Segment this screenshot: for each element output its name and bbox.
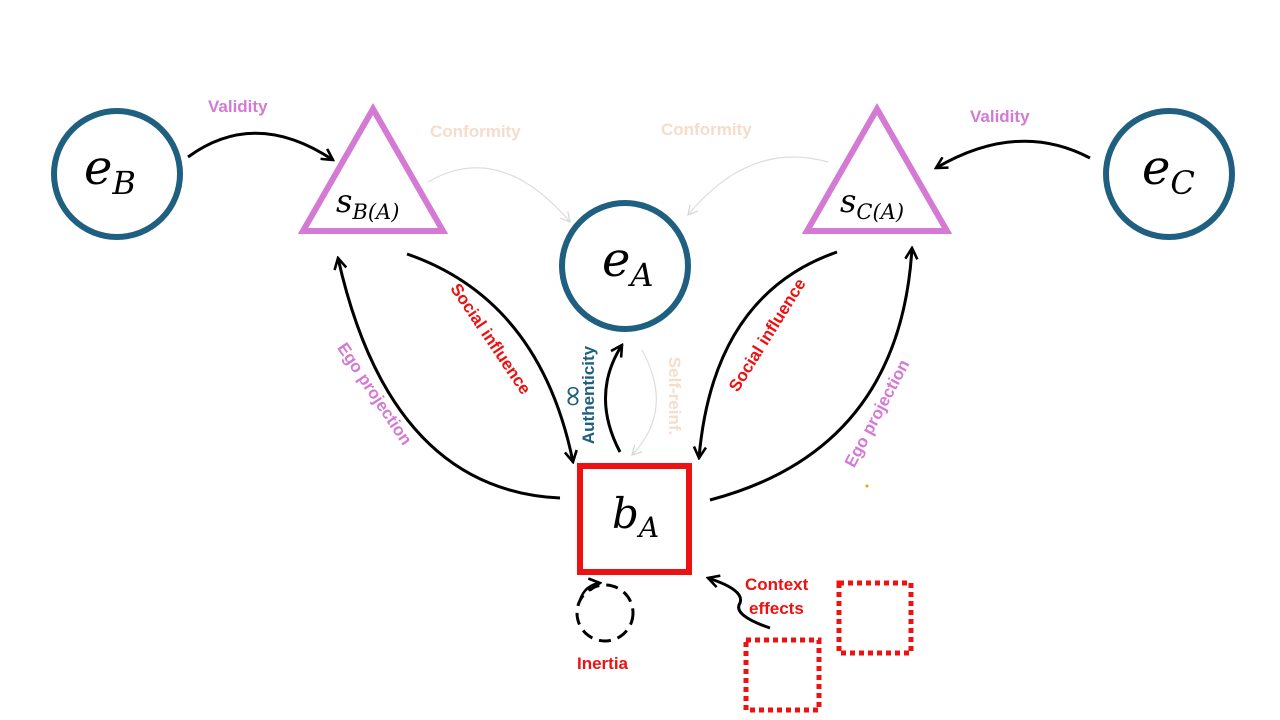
context-effects-label-line2: effects bbox=[749, 599, 804, 618]
infinity-symbol: ∞ bbox=[555, 384, 590, 409]
context-square-lower bbox=[743, 637, 822, 713]
entity-a-symbol: e bbox=[602, 232, 630, 288]
svg-text:bA: bA bbox=[612, 489, 659, 544]
perception-b-of-a-symbol: s bbox=[336, 182, 352, 220]
behavior-a-node: bA bbox=[577, 463, 692, 575]
context-effects-arrow bbox=[708, 578, 771, 630]
ego-projection-left-label: Ego projection bbox=[333, 339, 415, 448]
self-reinf-arrow bbox=[631, 349, 657, 456]
entity-c-node: eC bbox=[1103, 108, 1235, 240]
svg-text:sB(A): sB(A) bbox=[336, 182, 399, 224]
perception-c-of-a-subscript: C(A) bbox=[856, 200, 904, 224]
social-influence-right-arrow bbox=[699, 250, 838, 458]
validity-left-arrow bbox=[187, 131, 333, 160]
perception-b-of-a-subscript: B(A) bbox=[351, 200, 399, 224]
entity-b-node: eB bbox=[51, 108, 183, 240]
authenticity-arrow bbox=[604, 345, 622, 453]
inertia-loop bbox=[575, 583, 635, 643]
perception-c-of-a-symbol: s bbox=[840, 182, 856, 220]
entity-b-symbol: e bbox=[84, 140, 112, 196]
context-effects-label-line1: Context bbox=[745, 575, 809, 594]
validity-left-label: Validity bbox=[208, 97, 268, 116]
svg-text:eC: eC bbox=[1142, 140, 1195, 202]
self-reinf-label: Self-reinf. bbox=[665, 357, 684, 435]
validity-right-arrow bbox=[936, 139, 1091, 168]
conformity-left-arrow bbox=[427, 167, 571, 224]
ego-projection-left-arrow bbox=[338, 258, 561, 500]
authenticity-label: Authenticity bbox=[579, 345, 598, 444]
entity-b-subscript: B bbox=[111, 164, 136, 202]
entity-c-subscript: C bbox=[1170, 164, 1194, 202]
entity-c-symbol: e bbox=[1142, 140, 1170, 196]
social-influence-left-arrow bbox=[406, 252, 573, 462]
conformity-left-label: Conformity bbox=[430, 122, 521, 141]
svg-text:eB: eB bbox=[84, 140, 136, 202]
entity-a-subscript: A bbox=[627, 256, 653, 294]
conformity-right-arrow bbox=[687, 156, 829, 217]
svg-text:sC(A): sC(A) bbox=[840, 182, 904, 224]
behavior-a-subscript: A bbox=[636, 511, 659, 544]
perception-c-of-a-node: sC(A) bbox=[801, 102, 953, 234]
inertia-label: Inertia bbox=[577, 654, 629, 673]
ego-projection-right-label: Ego projection bbox=[841, 356, 914, 470]
perception-b-of-a-node: sB(A) bbox=[297, 102, 449, 234]
entity-a-node: eA bbox=[559, 200, 691, 332]
ego-projection-right-arrow bbox=[709, 248, 912, 502]
behavior-a-symbol: b bbox=[612, 489, 639, 538]
svg-text:eA: eA bbox=[602, 232, 654, 294]
validity-right-label: Validity bbox=[970, 107, 1030, 126]
context-square-upper bbox=[836, 580, 914, 656]
stray-dot bbox=[865, 484, 869, 488]
conformity-right-label: Conformity bbox=[661, 120, 752, 139]
